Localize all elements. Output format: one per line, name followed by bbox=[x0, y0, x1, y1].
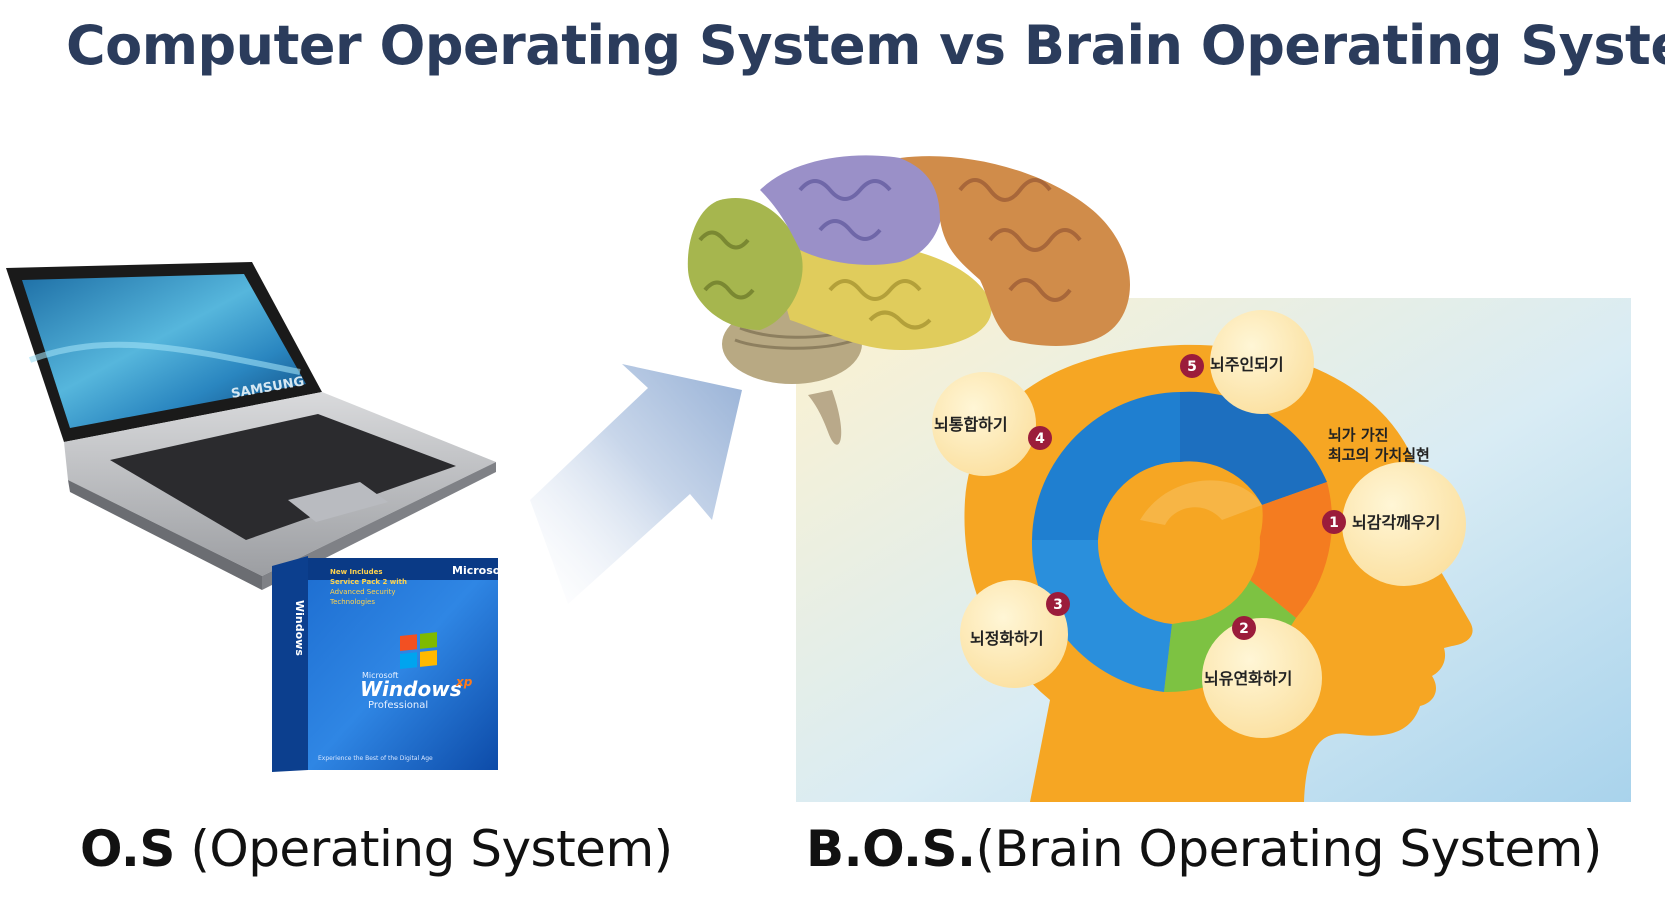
os-caption: O.S (Operating System) bbox=[80, 820, 673, 878]
step-2-badge bbox=[1232, 616, 1256, 640]
page-title: Computer Operating System vs Brain Opera… bbox=[66, 14, 1665, 77]
box-product-label: Windows bbox=[360, 677, 462, 701]
frontal-lobe bbox=[900, 156, 1130, 346]
step-1-badge bbox=[1322, 510, 1346, 534]
box-spine bbox=[272, 556, 308, 772]
laptop-keyboard bbox=[110, 414, 456, 540]
temporal-lobe bbox=[770, 240, 992, 350]
step-2-bubble bbox=[1202, 618, 1322, 738]
box-product-small-label: Microsoft bbox=[362, 671, 398, 680]
step-4-label: 뇌통합하기 bbox=[934, 415, 1008, 434]
os-caption-abbr: O.S bbox=[80, 820, 175, 878]
box-update-note-2: Service Pack 2 with bbox=[330, 578, 407, 586]
box-spine-label: Windows bbox=[293, 600, 306, 656]
bos-diagram-panel: 뇌가 가진 최고의 가치실현 5 뇌주인되기 4 뇌통합하기 1 뇌감각깨우기 … bbox=[796, 298, 1631, 802]
windows-xp-box: Microsoft New Includes Service Pack 2 wi… bbox=[272, 556, 510, 772]
box-vendor-label: Microsoft bbox=[452, 564, 510, 577]
bos-caption-abbr: B.O.S. bbox=[806, 820, 976, 878]
windows-logo-icon bbox=[400, 632, 437, 669]
box-update-note-3: Advanced Security bbox=[330, 588, 396, 596]
step-2-label: 뇌유연화하기 bbox=[1204, 669, 1292, 688]
bos-step-4: 4 뇌통합하기 bbox=[932, 372, 1052, 476]
step-4-bubble bbox=[932, 372, 1036, 476]
step-3-number: 3 bbox=[1053, 597, 1063, 613]
step-5-bubble bbox=[1210, 310, 1314, 414]
box-edition-label: Professional bbox=[368, 700, 428, 711]
brain-stem bbox=[808, 390, 842, 445]
step-4-badge bbox=[1028, 426, 1052, 450]
box-tagline: Experience the Best of the Digital Age bbox=[318, 755, 433, 762]
step-3-badge bbox=[1046, 592, 1070, 616]
step-2-number: 2 bbox=[1239, 621, 1249, 637]
bos-step-5: 5 뇌주인되기 bbox=[1180, 310, 1314, 414]
os-caption-full: (Operating System) bbox=[190, 820, 673, 878]
step-3-label: 뇌정화하기 bbox=[970, 629, 1044, 648]
step-4-number: 4 bbox=[1035, 431, 1045, 447]
laptop-screen bbox=[22, 274, 306, 428]
step-5-badge bbox=[1180, 354, 1204, 378]
laptop-touchpad bbox=[288, 482, 388, 522]
step-1-label: 뇌감각깨우기 bbox=[1352, 513, 1440, 532]
box-version-label: xp bbox=[455, 675, 473, 689]
center-note-line-1: 뇌가 가진 bbox=[1328, 426, 1388, 444]
laptop-illustration: SAMSUNG bbox=[6, 262, 496, 590]
step-1-number: 1 bbox=[1329, 515, 1339, 531]
step-5-number: 5 bbox=[1187, 359, 1197, 375]
step-1-bubble bbox=[1342, 462, 1466, 586]
occipital-lobe bbox=[687, 198, 803, 330]
bos-caption-full: (Brain Operating System) bbox=[975, 820, 1603, 878]
brain-illustration bbox=[687, 155, 1130, 445]
step-5-label: 뇌주인되기 bbox=[1210, 355, 1284, 374]
step-3-bubble bbox=[960, 580, 1068, 688]
bos-caption: B.O.S.(Brain Operating System) bbox=[806, 820, 1602, 878]
bos-step-3: 3 뇌정화하기 bbox=[960, 580, 1070, 688]
box-update-note-4: Technologies bbox=[329, 598, 375, 606]
center-note-line-2: 최고의 가치실현 bbox=[1328, 446, 1430, 464]
box-update-note-1: New Includes bbox=[330, 568, 383, 576]
bos-step-1: 1 뇌감각깨우기 bbox=[1322, 462, 1466, 586]
transition-arrow bbox=[530, 364, 742, 604]
bos-step-2: 2 뇌유연화하기 bbox=[1202, 616, 1322, 738]
bos-cycle-ring bbox=[1031, 391, 1333, 693]
